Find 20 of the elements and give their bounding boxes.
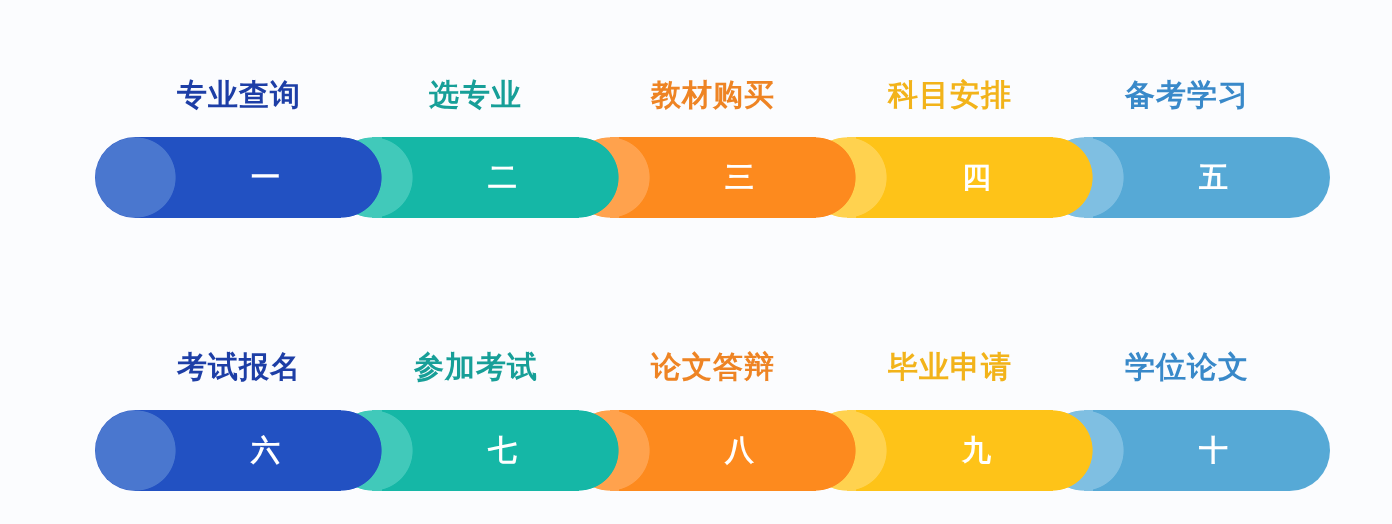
step-heading: 学位论文 (1124, 348, 1249, 386)
step-heading: 论文答辩 (650, 348, 775, 386)
step-heading: 备考学习 (1124, 76, 1249, 114)
step-number: 十 (1198, 432, 1228, 469)
step-number: 七 (487, 432, 517, 469)
step-number: 二 (487, 159, 517, 196)
step-number: 四 (961, 159, 991, 196)
step-number: 六 (250, 432, 280, 469)
step-heading: 考试报名 (176, 348, 301, 386)
step-heading: 毕业申请 (887, 348, 1012, 386)
step-number: 九 (961, 432, 991, 469)
step-heading: 专业查询 (176, 76, 301, 114)
step-heading: 选专业 (429, 76, 522, 114)
step-heading: 科目安排 (887, 76, 1012, 114)
step-number: 三 (724, 159, 754, 196)
step-heading: 参加考试 (413, 348, 538, 386)
step-number: 八 (724, 432, 754, 469)
step-number: 五 (1198, 159, 1228, 196)
step-heading: 教材购买 (650, 76, 775, 114)
step-number: 一 (250, 159, 280, 196)
